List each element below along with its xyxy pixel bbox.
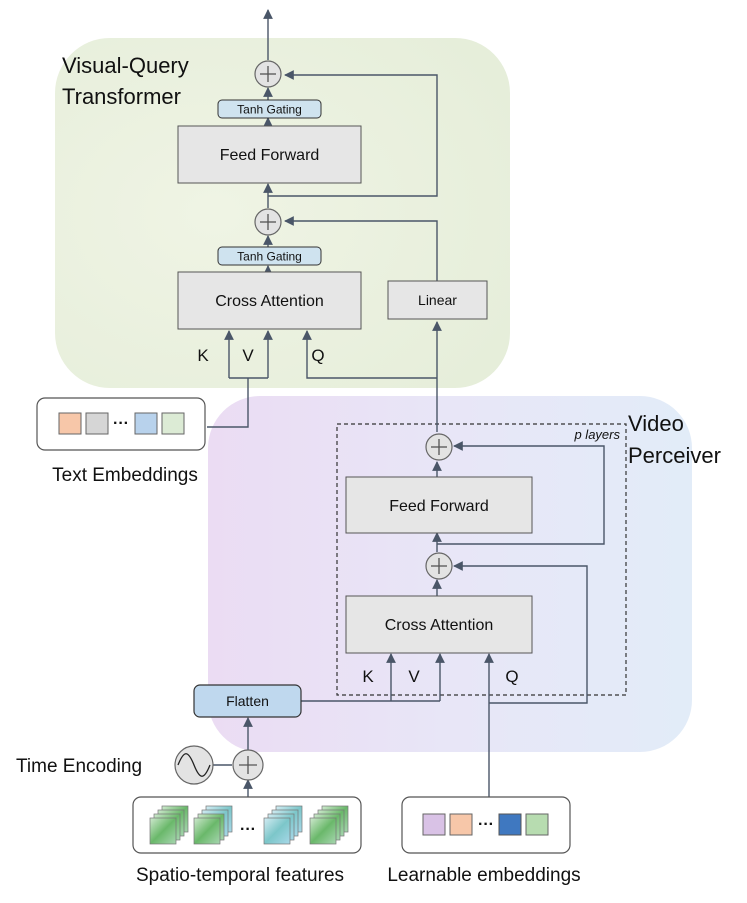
dark-blue-token (498, 813, 522, 836)
vqt-sum-mid-icon (254, 208, 282, 236)
green-token (525, 813, 549, 836)
vp-v-label: V (408, 667, 420, 686)
vqt-sum-top-icon (254, 60, 282, 88)
feature-stack-icon (309, 805, 349, 845)
vp-sum-top-icon (425, 433, 453, 461)
vp-cross-attention-label: Cross Attention (385, 617, 494, 634)
vqt-feed-forward-label: Feed Forward (220, 147, 320, 164)
vqt-connections (207, 9, 442, 432)
time-encoding-label: Time Encoding (16, 756, 142, 777)
vp-sum-mid-icon (425, 552, 453, 580)
vp-feed-forward-label: Feed Forward (389, 498, 489, 515)
p-layers-label: p layers (573, 427, 620, 442)
flatten-block: Flatten (193, 684, 302, 718)
purple-token (422, 813, 446, 836)
feature-stack-icon (193, 805, 233, 845)
vqt-q-label: Q (311, 346, 324, 365)
vqt-tanh-gating-mid-label: Tanh Gating (237, 250, 302, 264)
learnable-embeddings-box: ··· (401, 796, 571, 854)
vqt-title-line1: Visual-Query (62, 53, 189, 78)
spatio-temporal-features-box: ··· (132, 796, 362, 854)
vqt-tanh-gating-top-label: Tanh Gating (237, 103, 302, 117)
vp-k-label: K (362, 667, 374, 686)
sine-wave-icon (174, 745, 214, 785)
vqt-tanh-gating-top: Tanh Gating (217, 99, 322, 119)
vp-connections (213, 441, 605, 797)
text-embeddings-box: ··· (36, 397, 206, 451)
features-ellipsis: ··· (240, 821, 256, 838)
flatten-label: Flatten (226, 693, 269, 709)
vqt-feed-forward-block: Feed Forward (177, 125, 362, 184)
green-token (161, 412, 185, 435)
vqt-v-label: V (242, 346, 254, 365)
video-perceiver-region (208, 396, 692, 752)
blue-token (134, 412, 158, 435)
learnable-embeddings-label: Learnable embeddings (387, 865, 580, 886)
vqt-k-label: K (197, 346, 209, 365)
vp-title-line1: Video (628, 411, 684, 436)
vp-title-line2: Perceiver (628, 443, 721, 468)
time-encoding-sum-icon (232, 749, 264, 781)
gray-token (85, 412, 109, 435)
vqt-cross-attention-label: Cross Attention (215, 293, 324, 310)
orange-token (58, 412, 82, 435)
text-embeddings-ellipsis: ··· (113, 415, 129, 432)
text-embeddings-label: Text Embeddings (52, 465, 198, 486)
vqt-title-line2: Transformer (62, 84, 181, 109)
linear-block: Linear (387, 280, 488, 320)
vp-cross-attention-block: Cross Attention (345, 595, 533, 654)
linear-label: Linear (418, 292, 457, 308)
vp-q-label: Q (505, 667, 518, 686)
feature-stack-icon (263, 805, 303, 845)
learnable-ellipsis: ··· (478, 816, 494, 833)
vqt-cross-attention-block: Cross Attention (177, 271, 362, 330)
vp-feed-forward-block: Feed Forward (345, 476, 533, 534)
vqt-tanh-gating-mid: Tanh Gating (217, 246, 322, 266)
feature-stack-icon (149, 805, 189, 845)
spatio-temporal-features-label: Spatio-temporal features (136, 865, 344, 886)
orange-token (449, 813, 473, 836)
